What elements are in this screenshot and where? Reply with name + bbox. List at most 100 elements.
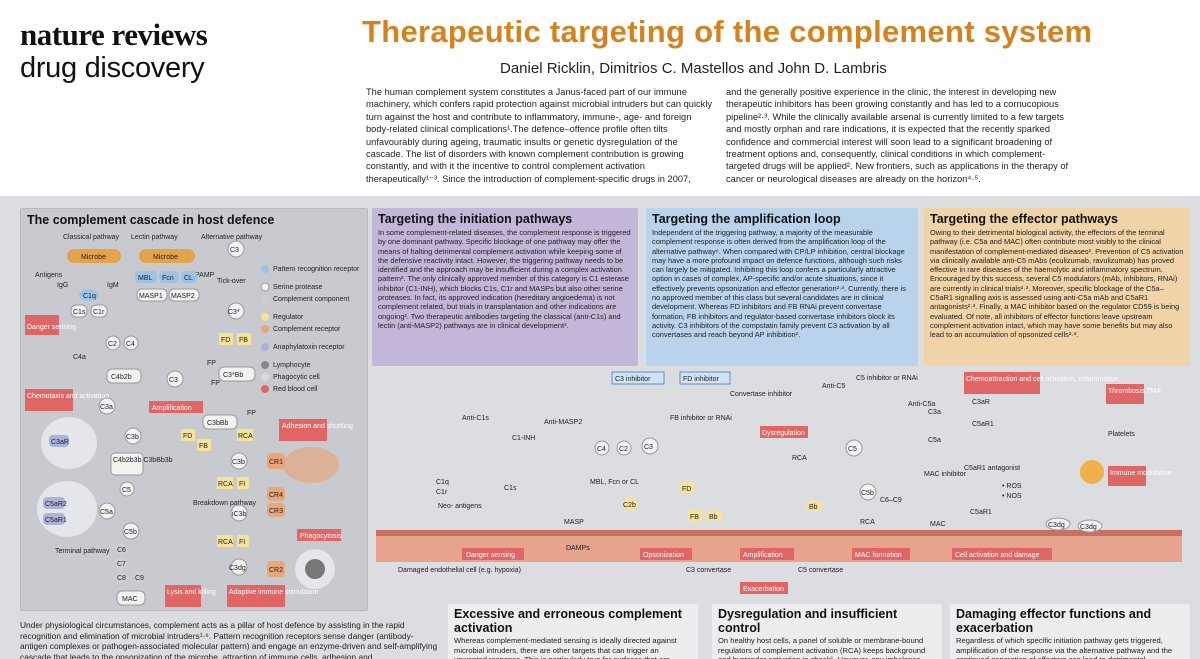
c3-convertase-label: C3 convertase [686,567,731,574]
fb-label: FB [239,337,248,344]
c3dg-label-1: C3dg [1048,522,1065,529]
phagocytosis-text: Phagocytosis [300,533,342,540]
c5-node [119,481,135,497]
excessive-title: Excessive and erroneous complement activ… [454,607,682,635]
cr1-label: CR1 [269,459,283,466]
legend-item-2: Complement component [273,296,349,303]
c4b2b3b-node [110,452,144,476]
fp-label-low: FP [247,410,256,417]
c1r-shape [90,304,108,318]
ros-label: • ROS [1002,483,1022,490]
opsonization-tag [640,548,692,560]
fd-label: FD [682,486,691,493]
c3ar-shape [49,435,69,447]
legend-item-7: Phagocytic cell [273,374,320,381]
mac-formation-text: MAC formation [855,552,902,559]
c1s-shape [70,304,88,318]
c5ar1-label: C5aR1 [972,421,994,428]
masp-label: MASP [564,519,584,526]
c6-node [115,543,127,555]
dysregulation-panel: Dysregulation and insufficient control O… [712,604,942,659]
initiation-title: Targeting the initiation pathways [378,212,573,226]
lysis-text: Lysis and killing [167,589,216,596]
c1q-label: C1q [436,479,449,486]
cascade-title: The complement cascade in host defence [27,213,275,227]
c6-label: C6 [117,547,126,554]
c3dg-node-2 [1077,519,1103,533]
cr1-node [267,453,285,469]
legend-item-5: Anaphylatoxin receptor [273,344,345,351]
microbe-label-2: Microbe [153,254,178,261]
bottom-left-text: Under physiological circumstances, compl… [20,620,438,659]
c4a-label: C4a [73,354,86,361]
rca-label-2: RCA [218,481,233,488]
lysis-tag [165,585,201,607]
convertase-inhibitor-label: Convertase inhibitor [730,391,793,398]
legend-item-6: Lymphocyte [273,362,311,369]
c2-label: C2 [619,446,628,453]
fi-node-1 [237,477,249,489]
phagocyte-cell-2 [37,481,97,537]
c3b-node-2 [230,452,248,470]
fp-label-top: FP [207,360,216,367]
adaptive-tag [227,585,285,607]
masp1-shape [136,288,168,302]
amplification-tag [149,401,203,413]
c5-convertase-label: C5 convertase [798,567,843,574]
cr3-node [267,503,285,517]
rca-label: RCA [792,455,807,462]
legend-marker-0 [261,265,269,273]
legend-marker-3 [261,313,269,321]
c5-node [845,439,863,457]
brand-line-2: drug discovery [20,52,205,84]
mac-inhibitor-label: MAC inhibitor [924,471,967,478]
fd-inhibitor-label: FD inhibitor [683,376,719,383]
c5ar2-label: C5aR2 [45,501,67,508]
c2-label: C2 [108,341,117,348]
adhesion-text: Adhesion and shuttling [282,423,353,430]
mbl-shape [135,271,157,283]
c6c9-label: C6–C9 [880,497,902,504]
c7-label: C7 [117,561,126,568]
effector-text: Owing to their detrimental biological ac… [930,228,1184,340]
legend-marker-6 [261,361,269,369]
c7-node [115,557,127,569]
c3-label: C3 [644,444,653,451]
anti-masp2-label: Anti-MASP2 [544,419,582,426]
igg-label: IgG [57,282,68,289]
mac-formation-tag [852,548,910,560]
ic3b-node [230,504,248,522]
initiation-panel: Targeting the initiation pathways In som… [372,208,638,366]
dysregulation-title: Dysregulation and insufficient control [718,607,898,635]
c5-inhibitor-label: C5 inhibitor or RNAi [856,375,918,382]
legend-marker-5 [261,343,269,351]
rca-node-1 [237,429,253,441]
cell-damage-tag [952,548,1052,560]
c5-label: C5 [122,487,131,494]
masp1-label: MASP1 [139,293,163,300]
c4b2b3b-label: C4b2b3b C3bBb3b [113,457,173,464]
c3-inhibitor-label: C3 inhibitor [615,376,651,383]
c3a-label: C3a [928,409,941,416]
pamp-label: PAMP [195,272,215,279]
fd-label-2: FD [183,433,192,440]
c4-label: C4 [597,446,606,453]
cl-shape [181,271,197,283]
journal-brand: nature reviews drug discovery [20,18,320,85]
c5ar1-antagonist-label: C5aR1 antagonist [964,465,1020,472]
ic3b-label: iC3b [232,511,247,518]
c3starbb-label: C3*Bb [223,372,243,379]
page-title: Therapeutic targeting of the complement … [362,14,1093,49]
c3-node-mid [166,370,184,388]
microbe-shape-1 [67,249,121,263]
nos-label: • NOS [1002,493,1022,500]
mac-node [116,590,146,606]
c3b-node [124,427,142,445]
mbl-label: MBL [138,275,153,282]
c1s-label: C1s [73,309,86,316]
bb-node-2 [805,500,823,512]
chemoattraction-tag [964,372,1040,394]
red-blood-cell [283,447,339,483]
c3ar-label: C3aR [51,439,69,446]
authors: Daniel Ricklin, Dimitrios C. Mastellos a… [500,60,887,77]
